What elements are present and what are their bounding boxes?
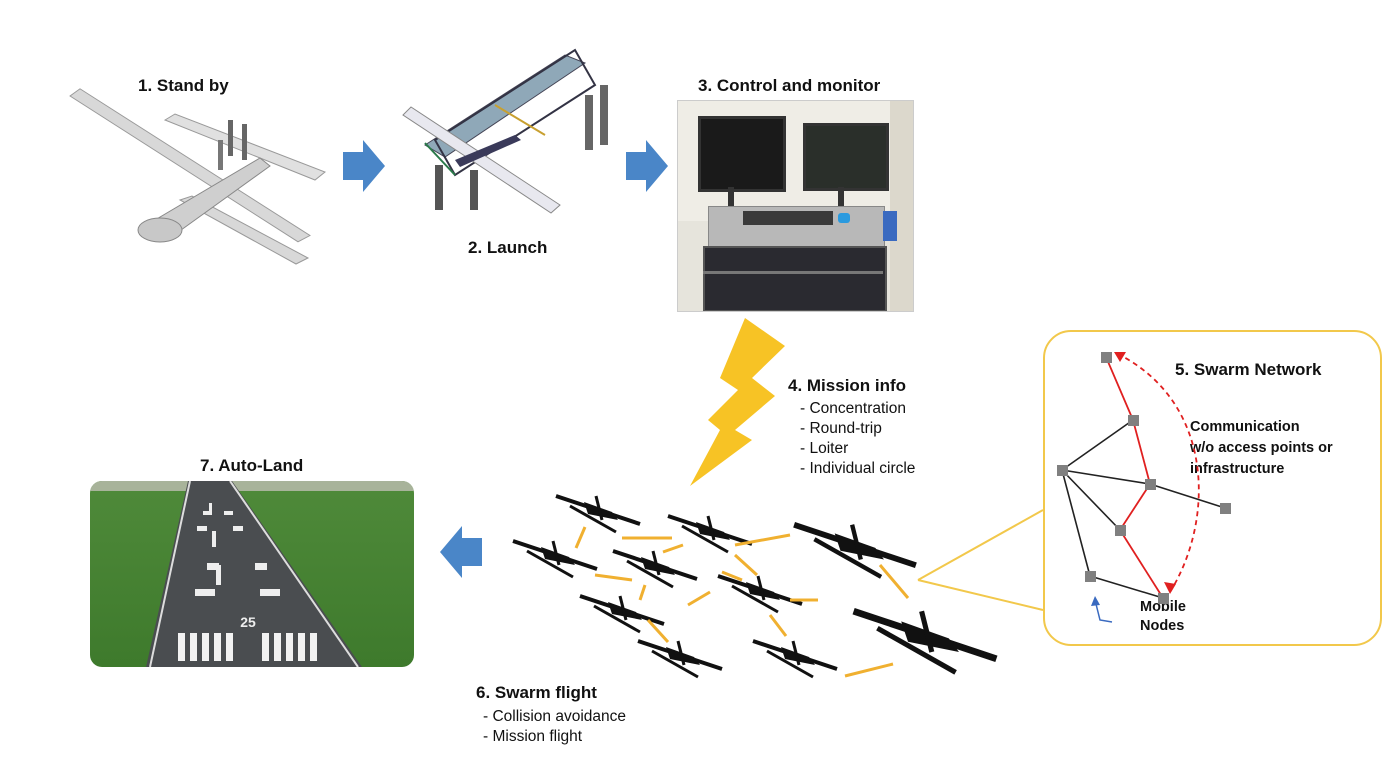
launcher-image xyxy=(402,48,608,214)
drone xyxy=(636,639,724,679)
mission-item: - Loiter xyxy=(800,440,849,457)
drone xyxy=(751,639,839,679)
drone xyxy=(611,549,699,589)
mission-item: - Individual circle xyxy=(800,460,916,477)
lightning-bolt-icon xyxy=(690,318,785,486)
drone xyxy=(854,611,997,672)
drone xyxy=(511,539,599,579)
mission-item: - Concentration xyxy=(800,400,906,417)
swarm-flight-item: - Collision avoidance xyxy=(483,708,627,725)
runway-photo: 25 xyxy=(90,481,414,667)
drone xyxy=(578,594,666,634)
drone xyxy=(794,525,916,577)
standby-drone-image xyxy=(69,88,326,265)
mission-info-list: - Concentration - Round-trip - Loiter - … xyxy=(800,399,915,479)
control-station-photo xyxy=(677,100,914,312)
swarm-flight-item: - Mission flight xyxy=(483,728,583,745)
step-6-label: 6. Swarm flight xyxy=(476,683,597,702)
step-7-label: 7. Auto-Land xyxy=(200,456,304,475)
communication-note: Communication w/o access points or infra… xyxy=(1190,417,1333,480)
step-3-label: 3. Control and monitor xyxy=(698,76,881,95)
runway-number: 25 xyxy=(240,614,256,630)
mobile-line: Nodes xyxy=(1140,618,1185,634)
comm-line: w/o access points or xyxy=(1190,440,1333,456)
swarm-network-frame xyxy=(1043,330,1382,646)
mobile-line: Mobile xyxy=(1140,599,1186,615)
mission-item: - Round-trip xyxy=(800,420,882,437)
swarm-flight-list: - Collision avoidance - Mission flight xyxy=(483,707,626,747)
step-5-label: 5. Swarm Network xyxy=(1175,360,1322,379)
comm-line: infrastructure xyxy=(1190,461,1285,477)
comm-line: Communication xyxy=(1190,419,1300,435)
drone xyxy=(554,494,642,534)
drone xyxy=(716,574,804,614)
step-1-label: 1. Stand by xyxy=(138,76,229,95)
step-4-label: 4. Mission info xyxy=(788,376,907,395)
step-2-label: 2. Launch xyxy=(468,238,548,257)
mobile-nodes-label: Mobile Nodes xyxy=(1140,598,1186,636)
